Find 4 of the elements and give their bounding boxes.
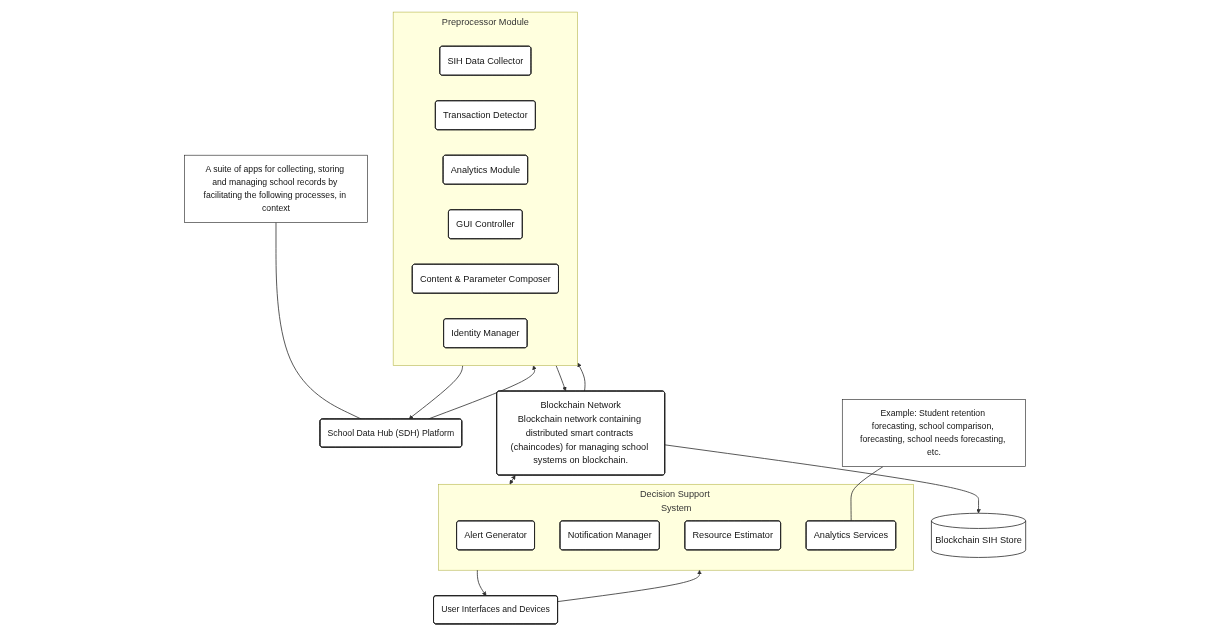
arrow — [509, 475, 516, 485]
node-box: Example: Student retention forecasting, school comparison, forecasting, school needs forecasting, etc. — [841, 399, 1026, 467]
node-box: A suite of apps for collecting, storing and managing school records by facilitating the following processes, in context — [184, 154, 368, 223]
connector — [850, 466, 884, 522]
